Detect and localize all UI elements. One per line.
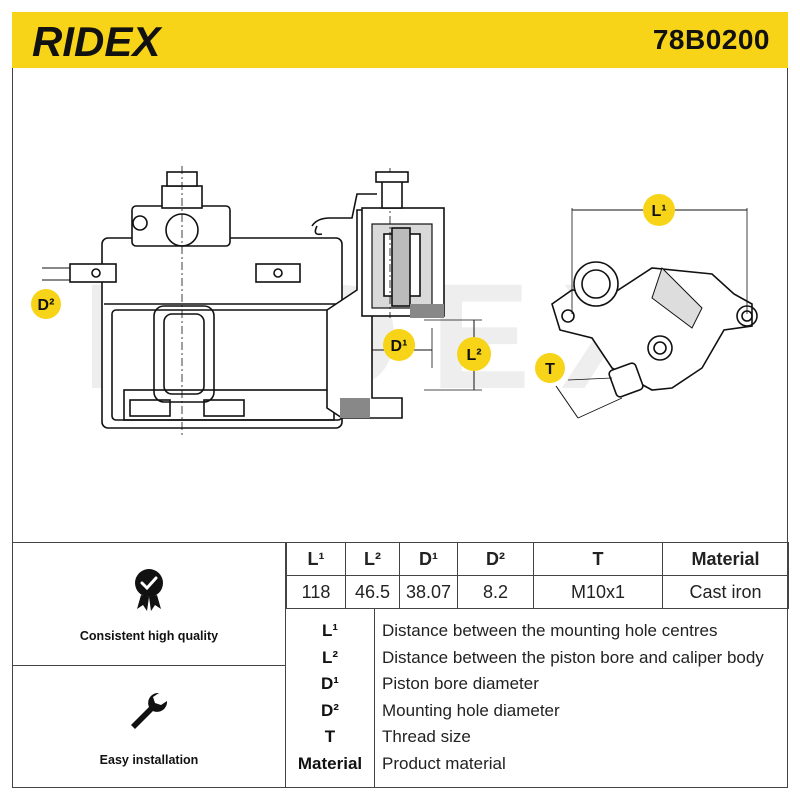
legend-symbol: L¹: [321, 621, 339, 640]
dimension-legend: L¹ Distance between the mounting hole ce…: [286, 608, 788, 788]
dimension-badge-d1: D¹: [383, 329, 415, 361]
brand-logo: RIDEX: [32, 18, 163, 62]
wrench-icon: [131, 692, 168, 729]
feature-quality: Consistent high quality: [12, 565, 286, 643]
dimension-badge-l1: L¹: [643, 194, 675, 226]
legend-description: Thread size: [382, 727, 471, 746]
features-panel: Consistent high quality Easy installatio…: [12, 542, 286, 788]
sheet-frame: [12, 68, 788, 788]
legend-symbol: D²: [321, 701, 339, 720]
feature-label: Easy installation: [99, 753, 199, 767]
dimension-t: T: [535, 353, 623, 419]
legend-description: Piston bore diameter: [382, 674, 539, 693]
technical-drawing: RIDEX D²: [31, 166, 758, 438]
legend-row: L² Distance between the piston bore and …: [286, 645, 788, 671]
part-number: 78B0200: [652, 24, 770, 55]
legend-description: Distance between the piston bore and cal…: [382, 648, 764, 667]
spec-value-cell: 118: [286, 575, 346, 609]
caliper-back-view: [551, 208, 758, 398]
caliper-section-view: [311, 168, 445, 419]
caliper-front-view: [69, 166, 343, 438]
legend-symbol: Material: [297, 754, 363, 773]
spec-table: L¹ L² D¹ D² T Material 118 46.5 38.07 8.…: [286, 542, 789, 609]
legend-symbol: D¹: [321, 674, 339, 693]
legend-description: Product material: [382, 754, 506, 773]
feature-label: Consistent high quality: [79, 629, 219, 643]
legend-row: T Thread size: [286, 724, 788, 750]
svg-text:RIDEX: RIDEX: [32, 18, 163, 62]
dimension-badge-d2: D²: [31, 289, 61, 319]
header-bar: RIDEX 78B0200: [12, 12, 788, 68]
svg-text:L²: L²: [466, 347, 481, 364]
spec-value-cell: Cast iron: [662, 575, 789, 609]
spec-value-cell: 8.2: [457, 575, 534, 609]
legend-description: Mounting hole diameter: [382, 701, 560, 720]
legend-description: Distance between the mounting hole centr…: [382, 621, 718, 640]
dimension-d1: D¹: [371, 328, 433, 368]
spec-value-cell: 46.5: [345, 575, 400, 609]
spec-header-cell: Material: [662, 542, 789, 576]
dimension-d2: D²: [31, 267, 70, 319]
legend-symbol: L²: [321, 648, 339, 667]
spec-header-cell: D²: [457, 542, 534, 576]
legend-divider: [374, 608, 375, 788]
legend-row: D² Mounting hole diameter: [286, 698, 788, 724]
spec-header-cell: L²: [345, 542, 400, 576]
feature-installation: Easy installation: [12, 689, 286, 767]
legend-row: D¹ Piston bore diameter: [286, 671, 788, 697]
dimension-badge-l2: L²: [457, 337, 491, 371]
svg-text:L¹: L¹: [651, 203, 666, 220]
spec-value-cell: M10x1: [533, 575, 663, 609]
spec-value-row: 118 46.5 38.07 8.2 M10x1 Cast iron: [286, 575, 789, 609]
legend-row: Material Product material: [286, 751, 788, 777]
quality-check-icon: [135, 569, 163, 611]
spec-header-row: L¹ L² D¹ D² T Material: [286, 542, 789, 576]
dimension-l2: L²: [424, 319, 491, 391]
spec-header-cell: T: [533, 542, 663, 576]
dimension-l1: L¹: [572, 194, 747, 226]
svg-text:T: T: [545, 361, 555, 378]
legend-symbol: T: [324, 727, 336, 746]
spec-value-cell: 38.07: [399, 575, 458, 609]
svg-text:D¹: D¹: [391, 338, 408, 355]
spec-header-cell: D¹: [399, 542, 458, 576]
legend-row: L¹ Distance between the mounting hole ce…: [286, 618, 788, 644]
svg-text:D²: D²: [38, 297, 55, 314]
feature-divider: [12, 665, 286, 666]
dimension-badge-t: T: [535, 353, 565, 383]
spec-header-cell: L¹: [286, 542, 346, 576]
